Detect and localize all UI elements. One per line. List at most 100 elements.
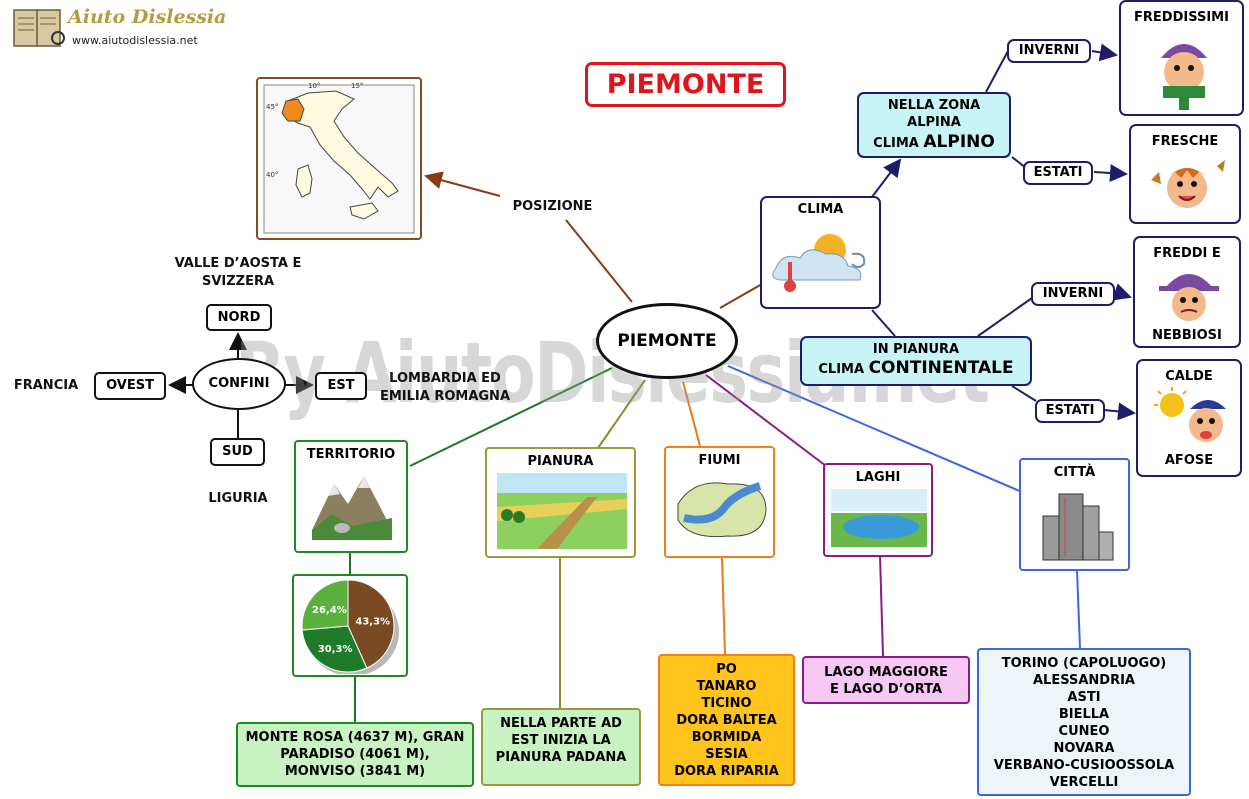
freddissimi-label: FREDDISSIMI — [1134, 10, 1229, 25]
laghi-label: LAGHI — [855, 470, 901, 485]
lake-icon — [831, 489, 927, 547]
mountains-text: MONTE ROSA (4637 M), GRAN PARADISO (4061… — [245, 730, 465, 779]
fiumi-item: SESIA — [705, 747, 748, 762]
calde-bottom-label: AFOSE — [1164, 453, 1214, 468]
inverni-pianura: INVERNI — [1031, 282, 1115, 306]
citta-list: TORINO (CAPOLUOGO) ALESSANDRIA ASTI BIELLA C… — [979, 655, 1189, 791]
citta-item: NOVARA — [1053, 741, 1115, 756]
freddi-bottom-label: NEBBIOSI — [1152, 328, 1222, 343]
territorio-label: TERRITORIO — [306, 447, 396, 462]
pie-slice — [301, 579, 349, 631]
clima-box: CLIMA — [760, 196, 881, 309]
estati-alpino: ESTATI — [1023, 161, 1093, 185]
fiumi-label: FIUMI — [698, 453, 741, 468]
estati-pianura: ESTATI — [1035, 399, 1105, 423]
posizione-label: POSIZIONE — [512, 199, 593, 214]
map-label-lat1: 45° — [266, 103, 278, 111]
page-title: PIEMONTE — [585, 62, 786, 107]
fresche-box: FRESCHE — [1129, 124, 1241, 224]
alpino-line3: CLIMA ALPINO — [857, 132, 1011, 152]
citta-list-box: TORINO (CAPOLUOGO) ALESSANDRIA ASTI BIELLA C… — [977, 648, 1191, 796]
logo-name: Aiuto Dislessia — [68, 6, 227, 28]
est-box: EST — [315, 372, 367, 400]
laghi-text: LAGO MAGGIORE E LAGO D’ORTA — [824, 665, 948, 697]
plain-icon — [497, 473, 627, 549]
freddissimi-box: FREDDISSIMI — [1119, 0, 1244, 116]
sud-box: SUD — [210, 438, 265, 466]
est-desc: LOMBARDIA ED EMILIA ROMAGNA — [379, 371, 511, 404]
ovest-box: OVEST — [94, 372, 166, 400]
map-label-lat2: 40° — [266, 171, 278, 179]
river-icon — [677, 482, 767, 538]
confini-node: CONFINI — [192, 358, 286, 410]
citta-item: ASTI — [1067, 690, 1101, 705]
alpino-line1: NELLA ZONA — [887, 98, 981, 113]
center-node: PIEMONTE — [596, 303, 738, 379]
fiumi-box: FIUMI — [664, 446, 775, 558]
citta-item: ALESSANDRIA — [1032, 673, 1135, 688]
pie-chart-box: 43,3% 30,3% 26,4% — [292, 574, 408, 677]
citta-label: CITTÀ — [1053, 465, 1096, 480]
citta-item: VERBANO-CUSIOOSSOLA — [993, 758, 1175, 773]
pie-chart: 43,3% 30,3% 26,4% — [301, 579, 399, 674]
logo: Aiuto Dislessia www.aiutodislessia.net — [10, 4, 226, 52]
clima-continentale-box: IN PIANURA CLIMA CONTINENTALE — [800, 336, 1032, 386]
freddi-box: FREDDI E NEBBIOSI — [1133, 236, 1241, 348]
fiumi-item: PO — [716, 662, 737, 677]
logo-url: www.aiutodislessia.net — [72, 34, 198, 47]
map-label-lon2: 15° — [351, 82, 363, 90]
citta-item: BIELLA — [1058, 707, 1110, 722]
inverni-alpino: INVERNI — [1007, 39, 1091, 63]
italy-map: 10° 15° 45° 40° — [256, 77, 422, 240]
pie-slice — [347, 579, 395, 669]
map-label-lon1: 10° — [308, 82, 320, 90]
fiumi-item: TANARO — [696, 679, 757, 694]
clima-label: CLIMA — [797, 202, 844, 217]
pianura-box: PIANURA — [485, 447, 636, 558]
freddi-top-label: FREDDI E — [1153, 246, 1221, 261]
alpino-strong: ALPINO — [923, 132, 995, 152]
pianura-text-box: NELLA PARTE AD EST INIZIA LA PIANURA PAD… — [481, 708, 641, 786]
citta-item: CUNEO — [1058, 724, 1110, 739]
citta-item: TORINO (CAPOLUOGO) — [1001, 656, 1167, 671]
fiumi-item: BORMIDA — [691, 730, 762, 745]
weather-icon — [772, 234, 866, 292]
pie-slice-label: 43,3% — [355, 617, 390, 628]
ovest-desc: FRANCIA — [13, 378, 79, 393]
alpino-line2: ALPINA — [907, 115, 961, 130]
laghi-box: LAGHI — [823, 463, 933, 557]
nord-box: NORD — [206, 304, 272, 331]
pie-slice-label: 26,4% — [312, 605, 347, 616]
territorio-box: TERRITORIO — [294, 440, 408, 553]
fiumi-item: TICINO — [701, 696, 752, 711]
nord-desc: VALLE D’AOSTA E SVIZZERA — [174, 256, 302, 289]
fiumi-list-box: PO TANARO TICINO DORA BALTEA BORMIDA SESIA DOR… — [658, 654, 795, 786]
territorio-mountains-box: MONTE ROSA (4637 M), GRAN PARADISO (4061… — [236, 722, 474, 787]
mountain-icon — [312, 476, 392, 540]
fiumi-item: DORA RIPARIA — [674, 764, 779, 779]
city-icon — [1042, 493, 1114, 561]
pie-slice-label: 30,3% — [318, 644, 353, 655]
continentale-line1: IN PIANURA — [872, 342, 960, 357]
laghi-text-box: LAGO MAGGIORE E LAGO D’ORTA — [802, 656, 970, 704]
continentale-prefix: CLIMA — [818, 362, 865, 377]
calde-box: CALDE AFOSE — [1136, 359, 1242, 477]
sud-desc: LIGURIA — [208, 491, 268, 506]
calde-top-label: CALDE — [1165, 369, 1213, 384]
fiumi-item: DORA BALTEA — [676, 713, 777, 728]
foggy-face-icon — [1159, 274, 1219, 321]
continentale-line2: CLIMA CONTINENTALE — [800, 358, 1032, 378]
pianura-text: NELLA PARTE AD EST INIZIA LA PIANURA PAD… — [495, 716, 627, 765]
pianura-label: PIANURA — [527, 454, 594, 469]
pie-slice — [301, 625, 368, 673]
fresche-label: FRESCHE — [1151, 134, 1219, 149]
hot-face-icon — [1154, 387, 1226, 442]
book-icon — [13, 9, 65, 47]
citta-box: CITTÀ — [1019, 458, 1130, 571]
continentale-strong: CONTINENTALE — [868, 358, 1014, 378]
citta-item: VERCELLI — [1049, 775, 1119, 790]
cold-face-icon — [1161, 44, 1207, 110]
clima-alpino-box: NELLA ZONA ALPINA CLIMA ALPINO — [857, 92, 1011, 158]
fresh-face-icon — [1151, 160, 1225, 208]
